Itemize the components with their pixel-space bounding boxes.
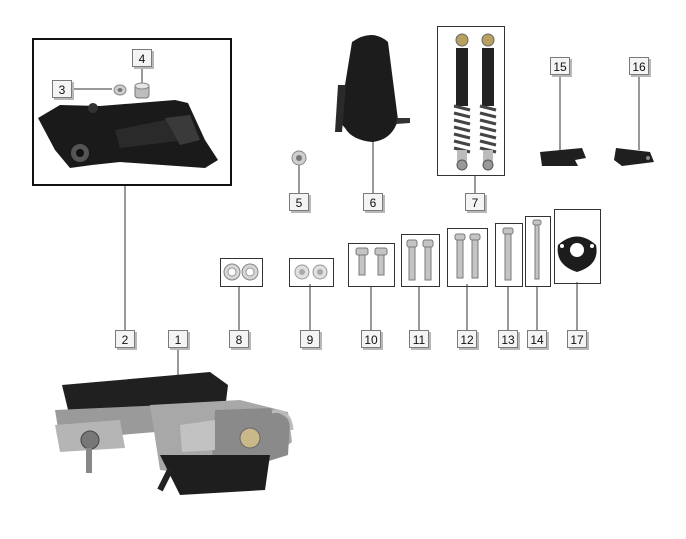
nut-part-5 (291, 150, 307, 166)
callout-2[interactable]: 2 (115, 330, 135, 348)
shock-absorber-right (479, 33, 497, 171)
callout-6[interactable]: 6 (363, 193, 383, 211)
mudguard-part-6 (335, 35, 410, 142)
clip-part-16 (614, 148, 654, 166)
shock-absorber-left (453, 33, 471, 171)
shock-absorber-pair-7 (453, 33, 497, 171)
detail-frame-11 (401, 234, 440, 287)
bolts-part-10 (355, 247, 388, 276)
bolts-part-11 (406, 239, 434, 281)
callout-1[interactable]: 1 (168, 330, 188, 348)
bolt-part-13 (502, 227, 514, 281)
callout-9[interactable]: 9 (300, 330, 320, 348)
bolt-part-14 (532, 219, 542, 280)
callout-11[interactable]: 11 (409, 330, 429, 348)
callout-15[interactable]: 15 (550, 57, 570, 75)
callout-13[interactable]: 13 (498, 330, 518, 348)
callout-5[interactable]: 5 (289, 193, 309, 211)
engine-part-1 (55, 372, 294, 495)
washers-part-8 (223, 263, 259, 281)
detail-frame-13 (495, 223, 523, 287)
detail-frame-12 (447, 228, 488, 287)
callout-7[interactable]: 7 (465, 193, 485, 211)
callout-8[interactable]: 8 (229, 330, 249, 348)
washer-part-3 (113, 84, 127, 96)
detail-frame-9 (289, 258, 334, 287)
clip-part-15 (540, 148, 586, 166)
callout-17[interactable]: 17 (567, 330, 587, 348)
detail-frame-7 (437, 26, 505, 176)
detail-frame-2 (32, 38, 232, 186)
bolts-part-12 (454, 233, 481, 279)
callout-3[interactable]: 3 (52, 80, 72, 98)
callout-10[interactable]: 10 (361, 330, 381, 348)
bushing-part-4 (134, 82, 150, 99)
detail-frame-17 (554, 209, 601, 284)
leader-lines (72, 66, 640, 388)
callout-12[interactable]: 12 (457, 330, 477, 348)
detail-frame-8 (220, 258, 263, 287)
detail-frame-10 (348, 243, 395, 287)
callout-16[interactable]: 16 (629, 57, 649, 75)
washers-part-9 (294, 264, 328, 280)
callout-14[interactable]: 14 (527, 330, 547, 348)
detail-frame-14 (525, 216, 551, 287)
bracket-part (38, 100, 218, 168)
gasket-part-17 (557, 236, 597, 272)
callout-4[interactable]: 4 (132, 49, 152, 67)
